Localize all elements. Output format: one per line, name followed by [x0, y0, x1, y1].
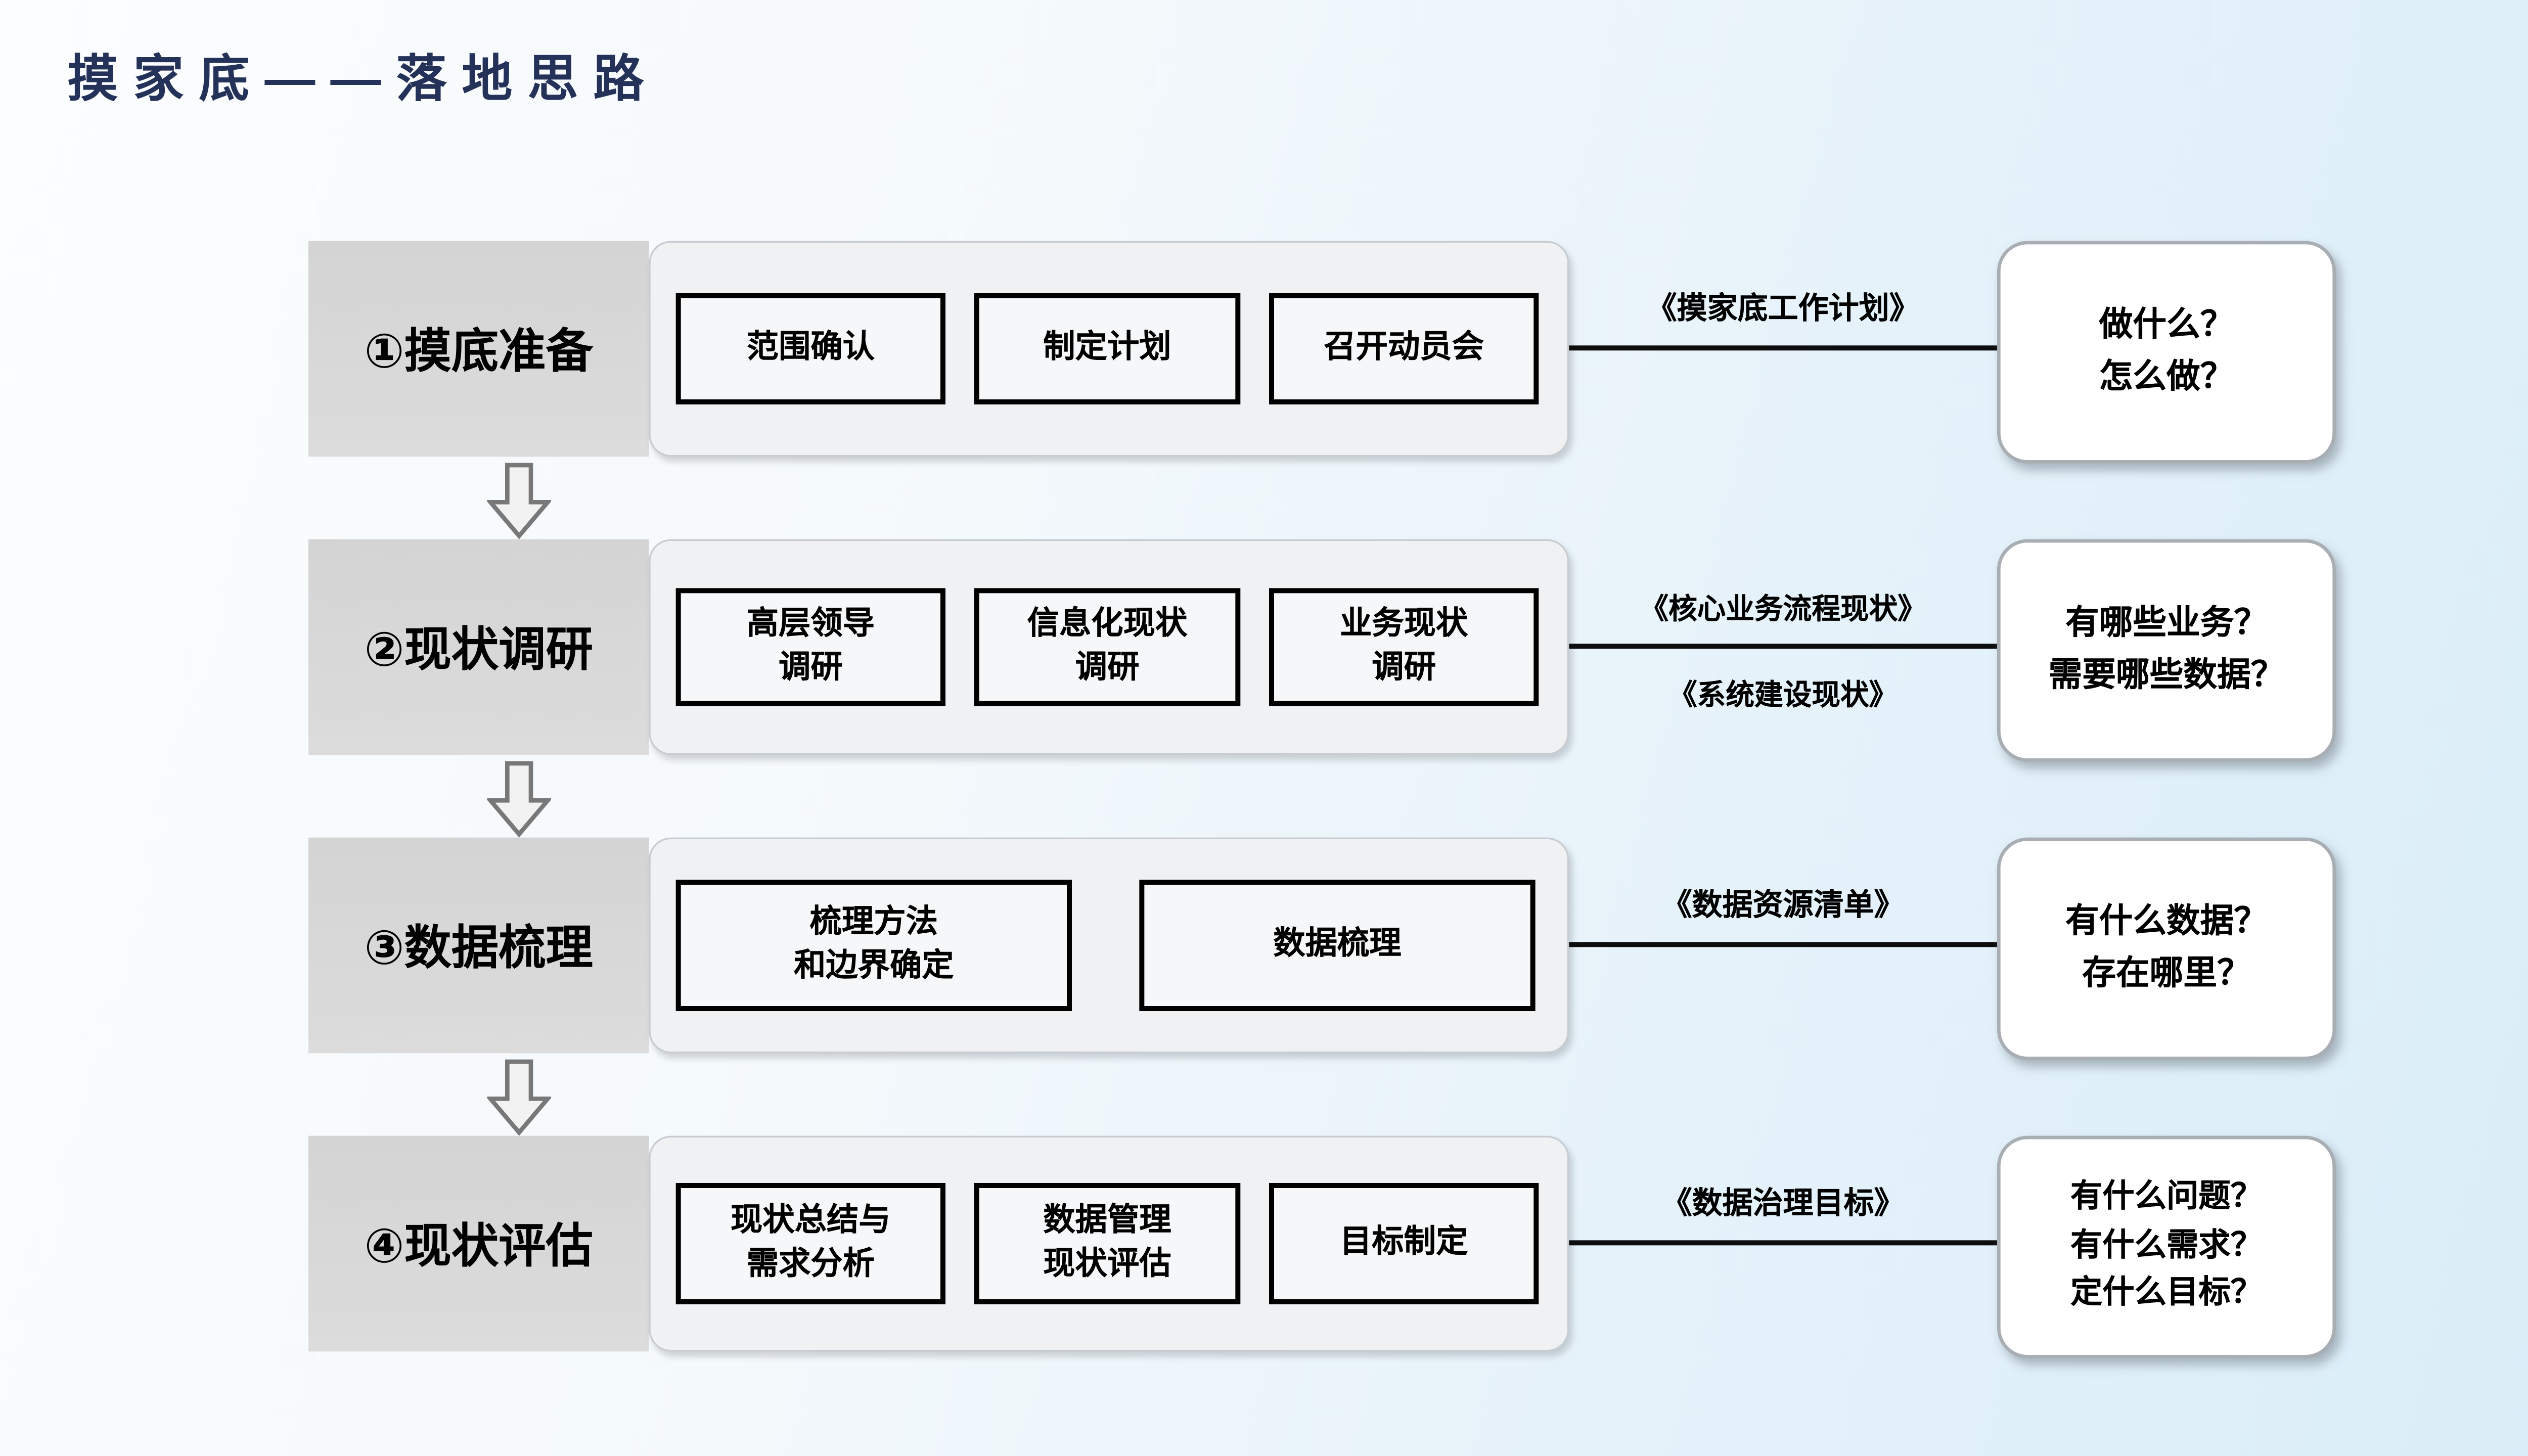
doc-label: 《核心业务流程现状》: [1640, 593, 1926, 625]
connector-line: [1569, 942, 1997, 947]
steps-panel-4: 现状总结与 需求分析 数据管理 现状评估 目标制定: [649, 1135, 1569, 1352]
step-box: 范围确认: [675, 293, 945, 404]
flow-row-3: ③数据梳理 梳理方法 和边界确定 数据梳理 《数据资源清单》 有什么数据？ 存在…: [0, 837, 2528, 1060]
step-box: 业务现状 调研: [1269, 588, 1539, 706]
doc-label: 《数据治理目标》: [1661, 1186, 1905, 1220]
connector-line: [1569, 345, 1997, 351]
doc-label: 《系统建设现状》: [1668, 679, 1898, 711]
question-line: 做什么？: [2099, 306, 2234, 344]
connector-line: [1569, 644, 1997, 649]
step-box: 高层领导 调研: [675, 588, 945, 706]
flow-row-4: ④现状评估 现状总结与 需求分析 数据管理 现状评估 目标制定 《数据治理目标》…: [0, 1135, 2528, 1358]
connector-line: [1569, 1240, 1997, 1246]
flow-row-2: ②现状调研 高层领导 调研 信息化现状 调研 业务现状 调研 《核心业务流程现状…: [0, 539, 2528, 762]
question-line: 需要哪些数据？: [2048, 657, 2285, 695]
question-line: 定什么目标？: [2070, 1276, 2263, 1312]
stage-label-2: ②现状调研: [308, 539, 649, 755]
question-line: 有什么数据？: [2065, 903, 2268, 940]
question-box-3: 有什么数据？ 存在哪里？: [1997, 837, 2336, 1060]
step-box: 信息化现状 调研: [974, 588, 1241, 706]
question-line: 有什么问题？: [2070, 1180, 2263, 1216]
question-box-2: 有哪些业务？ 需要哪些数据？: [1997, 539, 2336, 762]
stage-label-1: ①摸底准备: [308, 241, 649, 457]
steps-panel-3: 梳理方法 和边界确定 数据梳理: [649, 837, 1569, 1054]
steps-panel-2: 高层领导 调研 信息化现状 调研 业务现状 调研: [649, 539, 1569, 755]
stage-label-4: ④现状评估: [308, 1135, 649, 1352]
steps-panel-1: 范围确认 制定计划 召开动员会: [649, 241, 1569, 457]
question-line: 怎么做？: [2099, 358, 2234, 396]
page-title: 摸家底——落地思路: [67, 52, 659, 108]
question-line: 有什么需求？: [2070, 1228, 2263, 1264]
down-arrow-icon: [487, 463, 551, 539]
step-box: 召开动员会: [1269, 293, 1539, 404]
question-box-1: 做什么？ 怎么做？: [1997, 241, 2336, 464]
flow-row-1: ①摸底准备 范围确认 制定计划 召开动员会 《摸家底工作计划》 做什么？ 怎么做…: [0, 241, 2528, 464]
question-line: 存在哪里？: [2082, 955, 2251, 993]
step-box: 目标制定: [1269, 1182, 1539, 1304]
step-box: 数据管理 现状评估: [974, 1182, 1241, 1304]
doc-label: 《数据资源清单》: [1661, 888, 1905, 922]
question-line: 有哪些业务？: [2065, 605, 2268, 642]
stage-label-3: ③数据梳理: [308, 837, 649, 1054]
doc-label: 《摸家底工作计划》: [1646, 291, 1920, 326]
step-box: 制定计划: [974, 293, 1241, 404]
down-arrow-icon: [487, 761, 551, 838]
step-box: 数据梳理: [1139, 879, 1536, 1011]
step-box: 现状总结与 需求分析: [675, 1182, 945, 1304]
down-arrow-icon: [487, 1059, 551, 1136]
question-box-4: 有什么问题？ 有什么需求？ 定什么目标？: [1997, 1135, 2336, 1358]
step-box: 梳理方法 和边界确定: [675, 879, 1072, 1011]
